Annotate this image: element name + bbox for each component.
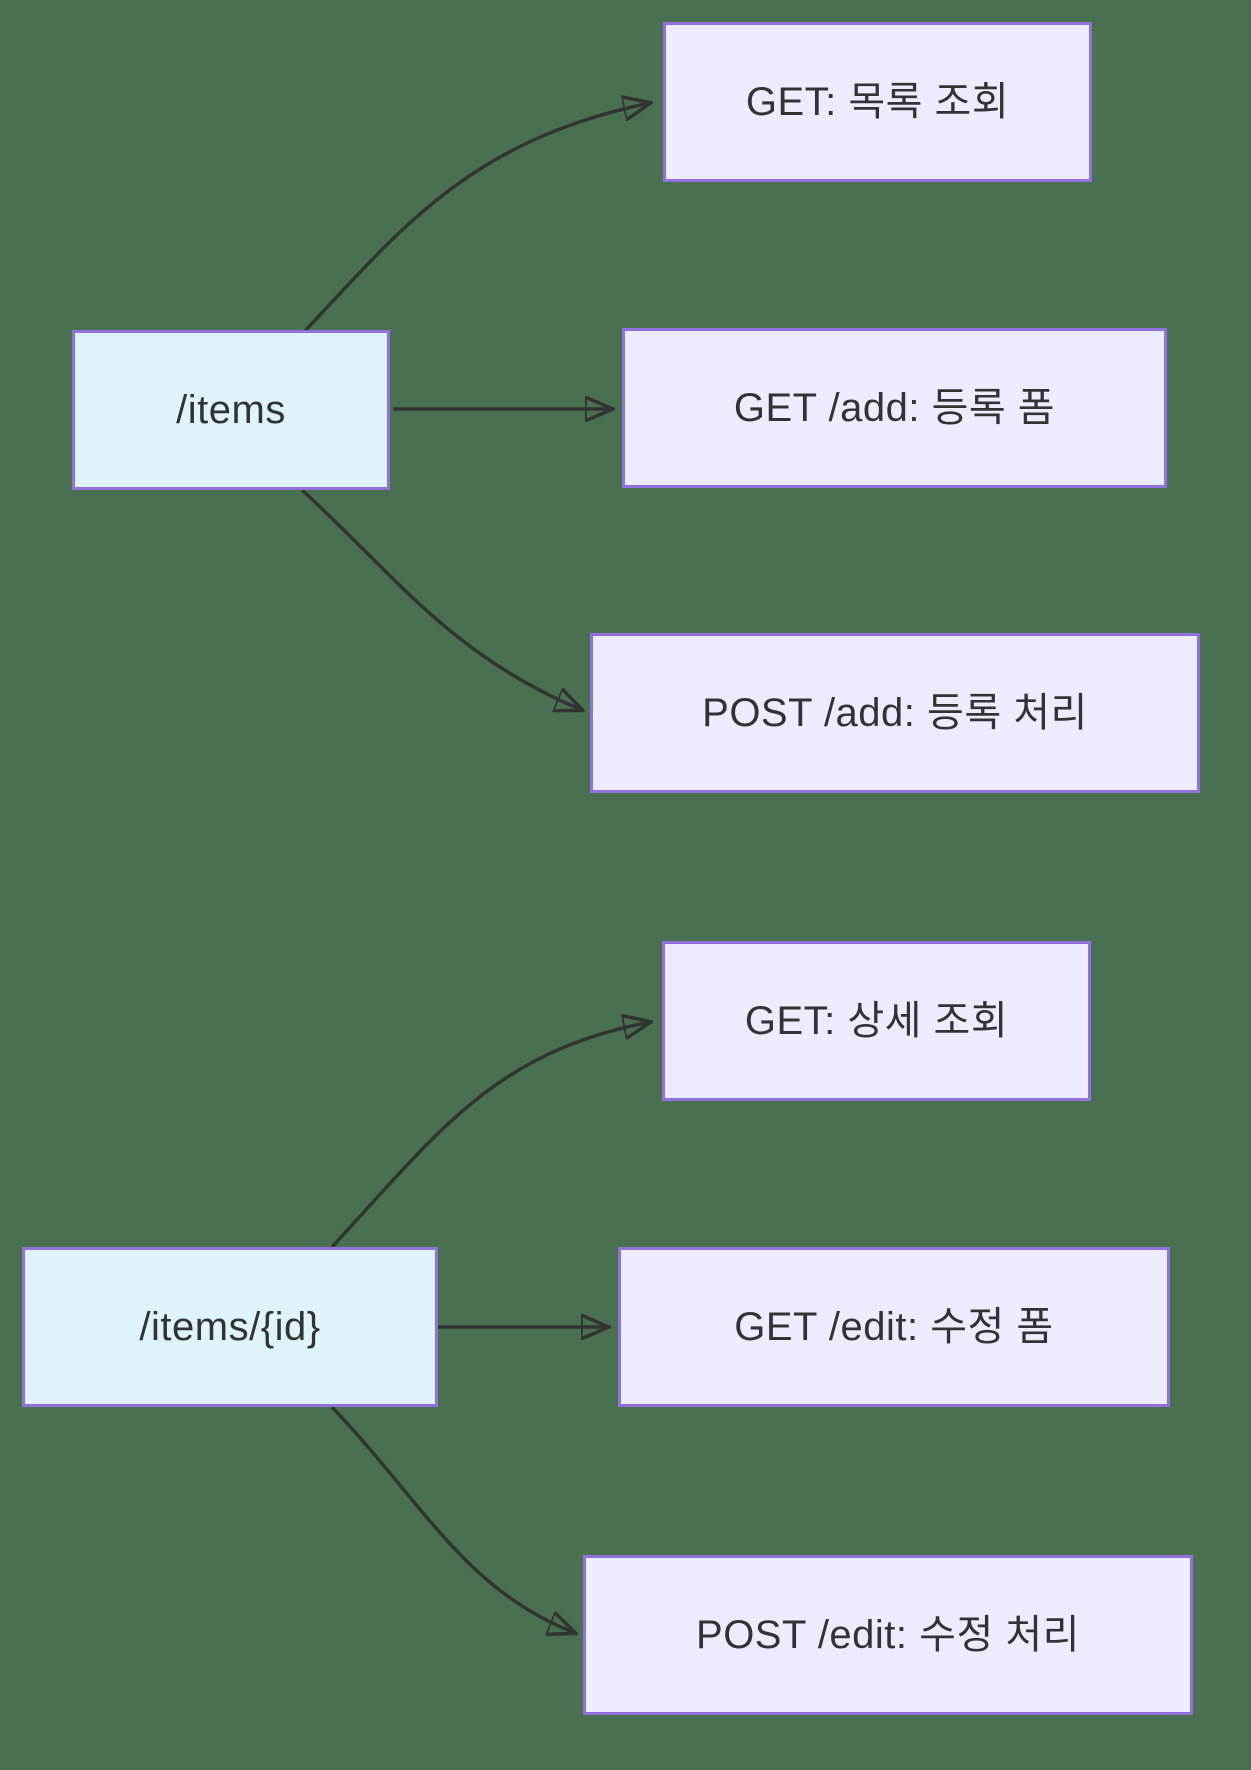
node-items: /items xyxy=(72,330,390,490)
node-post-edit-label: POST /edit: 수정 처리 xyxy=(696,1613,1080,1657)
node-get-edit-label: GET /edit: 수정 폼 xyxy=(734,1305,1054,1349)
node-get-edit: GET /edit: 수정 폼 xyxy=(618,1247,1170,1407)
node-get-detail-label: GET: 상세 조회 xyxy=(744,999,1009,1043)
node-items-id: /items/{id} xyxy=(22,1247,438,1407)
node-get-add: GET /add: 등록 폼 xyxy=(622,328,1167,488)
node-post-edit: POST /edit: 수정 처리 xyxy=(583,1555,1193,1715)
edge-items-id-to-post-edit xyxy=(330,1405,575,1633)
node-get-detail: GET: 상세 조회 xyxy=(662,941,1091,1101)
node-get-list: GET: 목록 조회 xyxy=(663,22,1092,182)
edge-items-to-get-list xyxy=(302,103,650,334)
node-get-list-label: GET: 목록 조회 xyxy=(745,80,1010,124)
node-items-id-label: /items/{id} xyxy=(139,1305,321,1349)
node-post-add: POST /add: 등록 처리 xyxy=(590,633,1200,793)
node-get-add-label: GET /add: 등록 폼 xyxy=(733,386,1056,430)
node-items-label: /items xyxy=(176,388,286,432)
edge-items-to-post-add xyxy=(300,488,582,710)
edge-items-id-to-get-detail xyxy=(330,1022,650,1249)
node-post-add-label: POST /add: 등록 처리 xyxy=(702,691,1088,735)
